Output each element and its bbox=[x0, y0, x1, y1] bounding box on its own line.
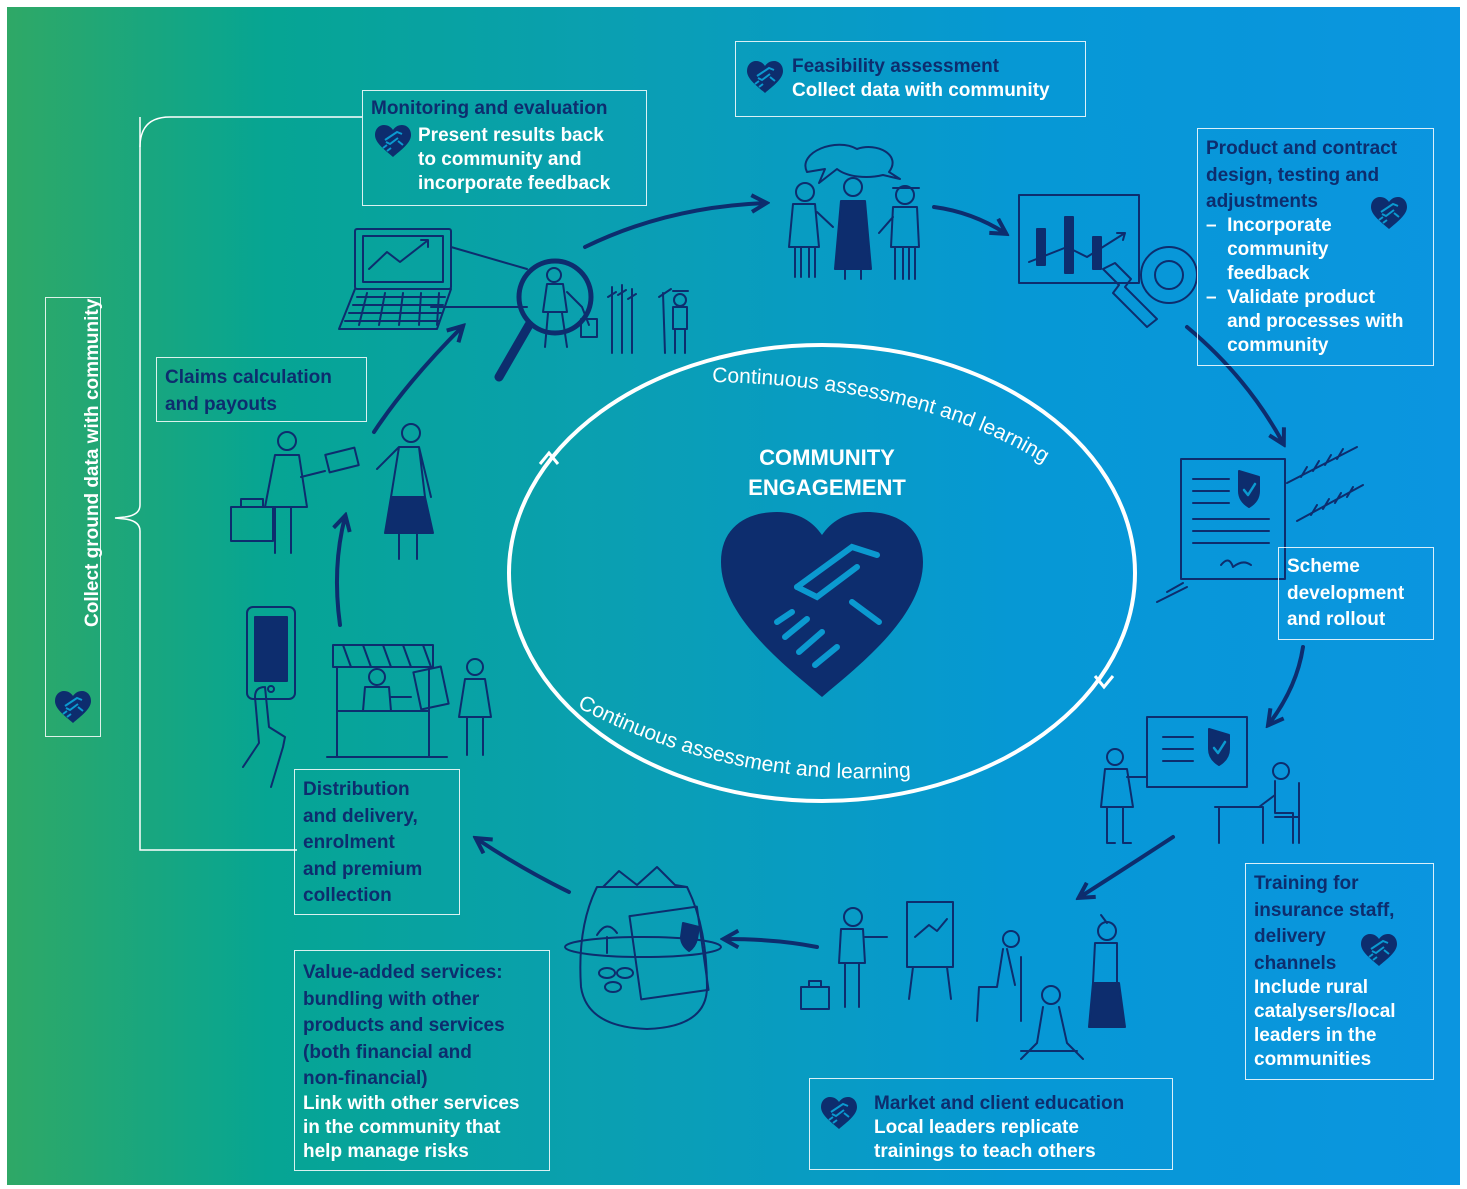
diagram-artwork: Continuous assessment and learning Conti… bbox=[114, 116, 1364, 1060]
feasibility-title: Feasibility assessment bbox=[792, 56, 999, 77]
scheme-box bbox=[1278, 547, 1434, 640]
product-title-line2: design, testing and bbox=[1206, 165, 1380, 186]
scheme-title-line2: development bbox=[1287, 583, 1405, 604]
chart-gear-illustration bbox=[1018, 194, 1198, 328]
distribution-title: Distribution and delivery, enrolment and… bbox=[303, 779, 423, 906]
arrow-claims-to-monitoring bbox=[372, 327, 462, 434]
arrow-value-to-distribution bbox=[477, 839, 571, 894]
scheme-title-line1: Scheme bbox=[1287, 556, 1360, 577]
product-bullet-2: – Validate product and processes with co… bbox=[1206, 287, 1404, 356]
value-added-body: Link with other services in the communit… bbox=[303, 1093, 520, 1162]
arrow-market-to-value bbox=[725, 939, 819, 947]
product-box bbox=[1197, 128, 1434, 366]
distribution-box bbox=[294, 769, 460, 915]
heart-handshake-icon bbox=[1361, 934, 1397, 966]
product-bullet-1: – Incorporate community feedback bbox=[1206, 215, 1332, 284]
product-title-line1: Product and contract bbox=[1206, 138, 1398, 159]
collect-data-box bbox=[45, 297, 101, 737]
heart-handshake-icon bbox=[1371, 197, 1407, 229]
collect-data-label: Collect ground data with community bbox=[82, 298, 103, 627]
heart-handshake-icon bbox=[375, 125, 411, 157]
community-engagement-heart-icon bbox=[721, 512, 923, 697]
training-body: Include rural catalysers/local leaders i… bbox=[1254, 977, 1396, 1070]
heart-handshake-icon bbox=[55, 691, 91, 723]
magnifier-illustration bbox=[494, 258, 689, 382]
value-added-box bbox=[294, 950, 550, 1171]
value-added-bag-illustration bbox=[564, 866, 722, 1030]
training-title-line2: insurance staff, bbox=[1254, 900, 1395, 921]
collect-data-bracket bbox=[114, 117, 297, 851]
education-group-illustration bbox=[800, 901, 1126, 1060]
svg-text:Continuous assessment and lear: Continuous assessment and learning bbox=[575, 691, 912, 783]
training-title-line1: Training for bbox=[1254, 873, 1359, 894]
training-box bbox=[1245, 863, 1434, 1080]
arrow-product-to-scheme bbox=[1185, 325, 1283, 443]
training-title-line4: channels bbox=[1254, 953, 1337, 974]
claims-payout-illustration bbox=[230, 423, 434, 560]
market-box bbox=[809, 1078, 1173, 1170]
monitoring-title: Monitoring and evaluation bbox=[371, 98, 608, 119]
center-title-line2: ENGAGEMENT bbox=[748, 475, 906, 500]
center-title: COMMUNITY ENGAGEMENT bbox=[707, 443, 947, 503]
people-talking-illustration bbox=[788, 143, 920, 280]
arrow-training-to-market bbox=[1080, 835, 1175, 897]
heart-handshake-icon bbox=[821, 1097, 857, 1129]
market-title: Market and client education bbox=[874, 1093, 1125, 1114]
training-title-line3: delivery bbox=[1254, 926, 1326, 947]
scheme-title-line3: and rollout bbox=[1287, 609, 1386, 630]
heart-handshake-icon bbox=[747, 61, 783, 93]
feasibility-body: Collect data with community bbox=[792, 80, 1050, 101]
scheme-document-illustration bbox=[1156, 446, 1364, 603]
claims-box bbox=[156, 357, 367, 422]
diagram-canvas: Continuous assessment and learning Conti… bbox=[7, 7, 1460, 1185]
cycle-ellipse bbox=[507, 343, 1137, 803]
cycle-arrow-top bbox=[538, 450, 560, 465]
monitoring-box bbox=[362, 90, 647, 206]
center-title-line1: COMMUNITY bbox=[759, 445, 895, 470]
cycle-label-bottom: Continuous assessment and learning bbox=[575, 691, 912, 783]
value-added-title: Value-added services: bundling with othe… bbox=[303, 962, 505, 1089]
cycle-arrow-bottom bbox=[1093, 675, 1115, 690]
feasibility-box bbox=[735, 41, 1086, 117]
product-title-line3: adjustments bbox=[1206, 191, 1318, 212]
distribution-booth-illustration bbox=[242, 606, 492, 788]
arrow-monitoring-to-feasibility bbox=[583, 203, 765, 249]
arrow-scheme-to-training bbox=[1269, 645, 1305, 724]
laptop-illustration bbox=[338, 228, 528, 330]
claims-title: Claims calculation and payouts bbox=[165, 367, 332, 415]
training-illustration bbox=[1100, 716, 1300, 844]
market-body: Local leaders replicate trainings to tea… bbox=[874, 1117, 1096, 1162]
arrow-feasibility-to-product bbox=[932, 205, 1005, 233]
arrow-distribution-to-claims bbox=[337, 517, 345, 627]
monitoring-body: Present results back to community and in… bbox=[418, 125, 611, 194]
